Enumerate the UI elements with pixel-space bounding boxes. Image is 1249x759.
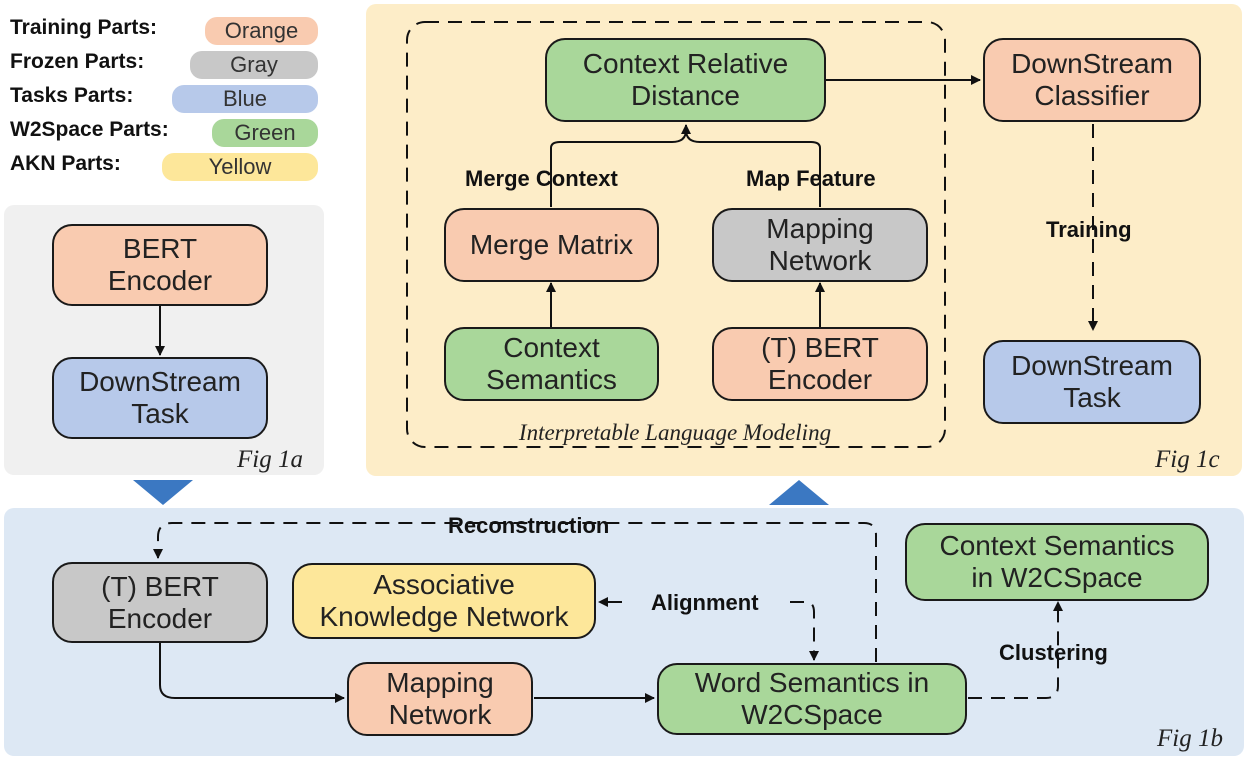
legend-swatch-blue: Blue — [172, 85, 318, 113]
label-interpretable-language-modeling: Interpretable Language Modeling — [518, 420, 832, 445]
legend-label-akn: AKN Parts: — [10, 152, 121, 175]
label-merge-context: Merge Context — [465, 166, 618, 191]
node-1a-downstream-task: DownStream Task — [52, 357, 268, 439]
node-1b-mapping-network: Mapping Network — [347, 662, 533, 736]
label-training: Training — [1046, 217, 1132, 242]
legend-label-training: Training Parts: — [10, 16, 158, 39]
edge-reconstruction — [153, 522, 877, 662]
node-associative-knowledge-network: Associative Knowledge Network — [292, 563, 596, 639]
node-1b-t-bert-encoder: (T) BERT Encoder — [52, 562, 268, 643]
legend-label-w2space: W2Space Parts: — [10, 118, 169, 141]
fig-1a-label: Fig 1a — [237, 446, 303, 473]
node-1c-downstream-task: DownStream Task — [983, 340, 1201, 424]
fig-1b-label: Fig 1b — [1157, 725, 1223, 752]
label-clustering: Clustering — [999, 640, 1108, 665]
node-1c-t-bert-encoder: (T) BERT Encoder — [712, 327, 928, 401]
edge-map-feature — [685, 129, 821, 207]
legend-label-frozen: Frozen Parts: — [10, 50, 145, 73]
legend-swatch-gray: Gray — [190, 51, 318, 79]
edge-merge-context — [550, 124, 691, 207]
legend-swatch-yellow: Yellow — [162, 153, 318, 181]
node-context-semantics: Context Semantics — [444, 327, 659, 401]
label-reconstruction: Reconstruction — [448, 513, 610, 538]
node-1a-bert-encoder: BERT Encoder — [52, 224, 268, 306]
flow-arrow-down — [133, 480, 193, 505]
node-word-semantics-w2cspace: Word Semantics in W2CSpace — [657, 663, 967, 735]
flow-arrow-up — [769, 480, 829, 505]
node-context-relative-distance: Context Relative Distance — [545, 38, 826, 122]
node-context-semantics-w2cspace: Context Semantics in W2CSpace — [905, 523, 1209, 601]
legend-swatch-orange: Orange — [205, 17, 318, 45]
legend-label-tasks: Tasks Parts: — [10, 84, 134, 107]
legend-swatch-green: Green — [212, 119, 318, 147]
node-1c-mapping-network: Mapping Network — [712, 208, 928, 282]
edge-clustering — [968, 601, 1063, 699]
fig-1c-label: Fig 1c — [1155, 446, 1220, 473]
label-alignment: Alignment — [651, 590, 759, 615]
label-map-feature: Map Feature — [746, 166, 876, 191]
node-downstream-classifier: DownStream Classifier — [983, 38, 1201, 122]
edge-alignment-down — [790, 601, 819, 661]
ilm-frame — [406, 21, 946, 448]
edge-tbert-to-mapping-1b — [159, 643, 345, 703]
node-merge-matrix: Merge Matrix — [444, 208, 659, 282]
